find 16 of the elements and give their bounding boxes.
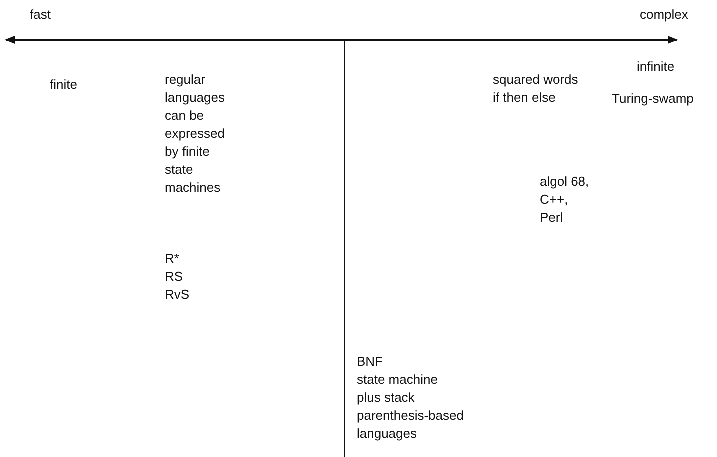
- text-label: Perl: [540, 209, 564, 227]
- text-label: squared words: [493, 71, 578, 89]
- text-label: algol 68,: [540, 173, 590, 191]
- text-label: regular languages can be expressed by finite state machines: [165, 71, 226, 197]
- text-label: if then else: [493, 89, 556, 107]
- text-label: Turing-swamp: [612, 90, 694, 108]
- text-label: RvS: [165, 286, 190, 304]
- text-label: infinite: [637, 58, 675, 76]
- text-label: complex: [640, 6, 688, 24]
- text-label: R*: [165, 250, 180, 268]
- text-label: RS: [165, 268, 184, 286]
- text-label: parenthesis-based languages: [357, 407, 465, 443]
- text-label: fast: [30, 6, 51, 24]
- text-label: C++,: [540, 191, 568, 209]
- text-label: finite: [50, 76, 78, 94]
- text-label: BNF: [357, 353, 383, 371]
